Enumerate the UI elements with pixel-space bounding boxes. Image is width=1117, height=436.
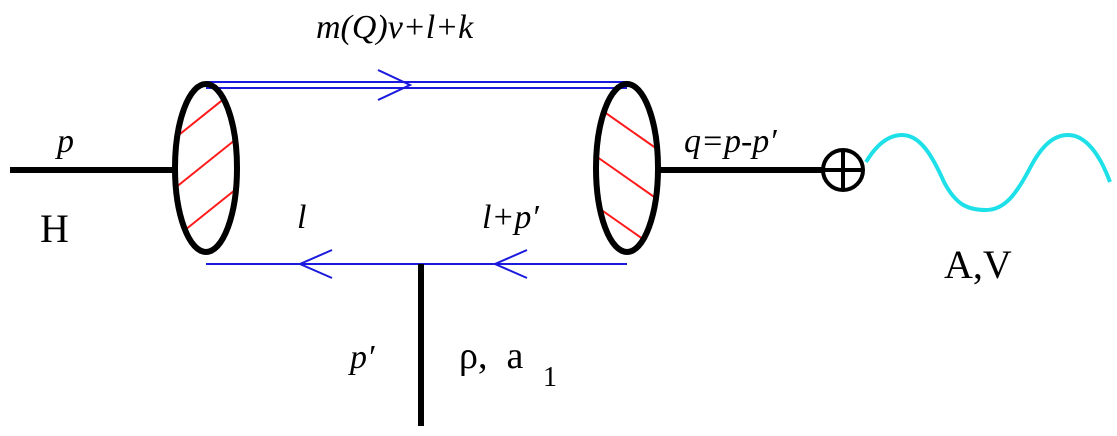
- current-vertex-circle-plus-icon: [821, 148, 865, 192]
- top-arrow: [377, 69, 413, 101]
- bottom-right-arrow: [492, 249, 528, 279]
- label-bottom-left-line: l: [297, 199, 306, 236]
- label-emitted-meson-subscript: 1: [543, 362, 557, 393]
- label-current: A,V: [944, 242, 1012, 287]
- label-incoming-particle: H: [40, 206, 69, 251]
- left-hatched-vertex: [172, 81, 240, 255]
- label-incoming-momentum: p: [55, 123, 74, 160]
- right-hatched-vertex: [593, 81, 661, 255]
- label-bottom-right-line: l+p′: [482, 199, 539, 236]
- bottom-quark-line: [206, 249, 627, 279]
- top-quark-line: [206, 69, 627, 101]
- gauge-boson-wave: [864, 132, 1112, 213]
- label-top-line: m(Q)v+l+k: [316, 9, 474, 46]
- bottom-left-arrow: [297, 249, 333, 279]
- label-emitted-meson: ρ, a: [459, 335, 523, 377]
- label-outgoing-momentum: q=p-p′: [684, 123, 777, 160]
- label-emitted-momentum: p′: [348, 339, 375, 376]
